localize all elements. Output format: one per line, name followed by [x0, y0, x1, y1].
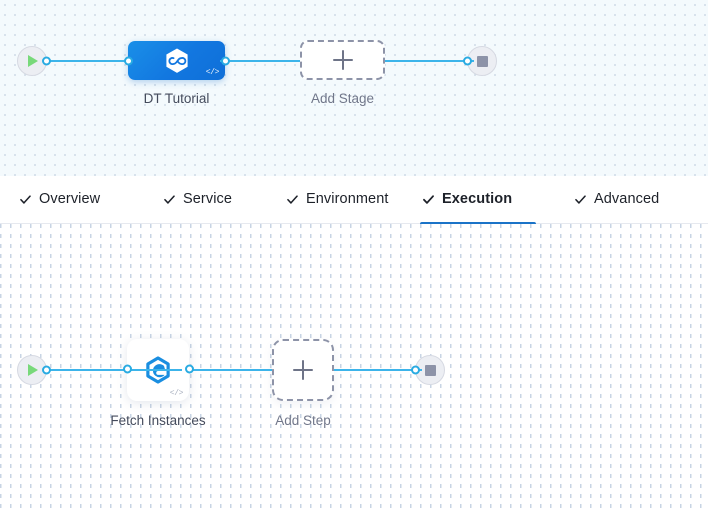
- stage-end-input-port[interactable]: [463, 56, 472, 66]
- stage-node-output-port[interactable]: [220, 56, 230, 65]
- tab-active-indicator: [420, 221, 537, 225]
- play-icon: [28, 364, 38, 376]
- check-icon: [286, 193, 299, 206]
- step-node-output-port[interactable]: [184, 364, 194, 374]
- tab-environment-label: Environment: [306, 191, 389, 208]
- connector-start-to-step: [44, 369, 182, 372]
- step-end-input-port[interactable]: [411, 365, 420, 375]
- pipeline-stage-canvas[interactable]: </> DT Tutorial Add Stage: [0, 0, 708, 176]
- stop-icon: [424, 364, 436, 376]
- add-step-label: Add Step: [275, 413, 331, 428]
- stage-start-output-port[interactable]: [42, 56, 51, 66]
- tab-environment[interactable]: Environment: [284, 176, 391, 224]
- check-icon: [163, 193, 176, 206]
- plus-icon: [332, 50, 353, 70]
- add-stage-node[interactable]: [300, 40, 385, 80]
- connector-add-stage-to-end: [385, 59, 474, 62]
- stage-node-dt-tutorial[interactable]: </>: [123, 41, 230, 80]
- add-step-node[interactable]: [272, 339, 334, 401]
- step-node-label: Fetch Instances: [110, 413, 206, 428]
- check-icon: [19, 193, 32, 206]
- stage-node-input-port[interactable]: [123, 56, 133, 65]
- connector-stage-to-add-stage: [220, 59, 300, 62]
- connector-start-to-stage: [44, 59, 129, 62]
- play-icon: [28, 55, 38, 67]
- connector-add-step-to-end: [334, 369, 422, 372]
- tab-advanced-label: Advanced: [594, 191, 660, 208]
- tab-overview-label: Overview: [39, 191, 101, 208]
- step-end-node[interactable]: [411, 355, 445, 385]
- plus-icon: [293, 360, 313, 380]
- code-badge-icon: </>: [205, 68, 220, 77]
- hexagon-infinity-icon: [165, 47, 188, 73]
- stage-node-label: DT Tutorial: [143, 91, 210, 106]
- check-icon: [574, 193, 587, 206]
- stage-start-node[interactable]: [17, 46, 51, 76]
- stage-end-node[interactable]: [463, 46, 497, 76]
- tab-execution[interactable]: Execution: [420, 176, 537, 225]
- tab-advanced[interactable]: Advanced: [572, 176, 661, 224]
- step-start-output-port[interactable]: [42, 365, 51, 375]
- tab-execution-label: Execution: [442, 191, 513, 208]
- step-node-input-port[interactable]: [122, 364, 132, 374]
- step-start-node[interactable]: [17, 355, 51, 385]
- connector-step-to-add-step: [190, 369, 272, 372]
- stage-node-body[interactable]: </>: [128, 41, 225, 80]
- tab-service-label: Service: [183, 191, 233, 208]
- add-stage-button[interactable]: [300, 40, 385, 80]
- tab-service[interactable]: Service: [161, 176, 234, 224]
- pipeline-config-tabs: Overview Service Environment Execution: [0, 176, 708, 225]
- add-step-button[interactable]: [272, 339, 334, 401]
- check-icon: [422, 193, 435, 206]
- add-stage-label: Add Stage: [310, 91, 375, 106]
- stop-icon: [476, 55, 488, 67]
- execution-step-canvas[interactable]: </> Fetch Instances Add Step: [0, 224, 708, 511]
- tab-overview[interactable]: Overview: [17, 176, 102, 224]
- code-badge-icon: </>: [169, 389, 184, 398]
